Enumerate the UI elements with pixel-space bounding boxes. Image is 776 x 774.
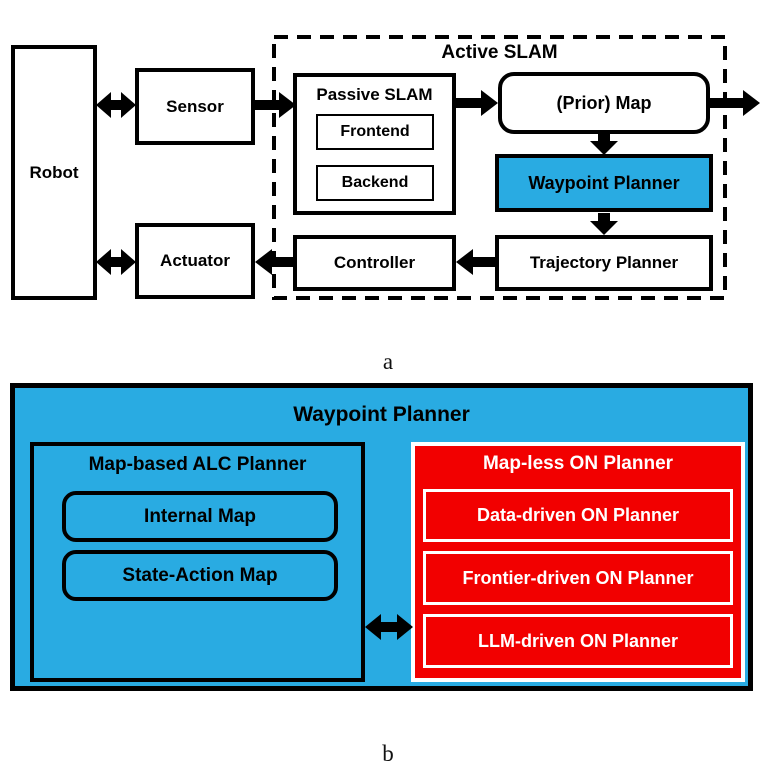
backend-box: Backend	[316, 165, 434, 201]
robot-box: Robot	[11, 45, 97, 300]
arrow-actuator-robot	[96, 249, 136, 275]
map-less-on-planner-box: Map-less ON Planner Data-driven ON Plann…	[411, 442, 745, 682]
arrow-robot-sensor	[96, 92, 136, 118]
data-driven-on-planner-box: Data-driven ON Planner	[423, 489, 733, 542]
arrow-sensor-to-passive-slam	[255, 92, 296, 118]
prior-map-box: (Prior) Map	[498, 72, 710, 134]
passive-slam-box: Passive SLAM Frontend Backend	[293, 73, 456, 215]
arrow-trajectory-to-controller	[456, 249, 495, 275]
llm-driven-on-planner-box: LLM-driven ON Planner	[423, 614, 733, 668]
arrow-waypoint-to-trajectory	[590, 213, 618, 235]
arrow-prior-map-output	[709, 90, 760, 116]
internal-map-box: Internal Map	[62, 491, 338, 542]
state-action-map-box: State-Action Map	[62, 550, 338, 601]
arrow-prior-map-to-waypoint	[590, 133, 618, 155]
trajectory-planner-box: Trajectory Planner	[495, 235, 713, 291]
figure-b-label: b	[382, 741, 394, 766]
map-less-on-planner-title: Map-less ON Planner	[482, 453, 674, 474]
map-based-alc-planner-box: Map-based ALC Planner Internal Map State…	[30, 442, 365, 682]
waypoint-planner-box-a: Waypoint Planner	[495, 154, 713, 212]
actuator-box: Actuator	[135, 223, 255, 299]
frontend-box: Frontend	[316, 114, 434, 150]
active-slam-dashed-border	[272, 35, 727, 300]
sensor-box: Sensor	[135, 68, 255, 145]
figure-a-label: a	[382, 349, 394, 374]
active-slam-title: Active SLAM	[441, 42, 558, 63]
waypoint-planner-container: Waypoint Planner Map-based ALC Planner I…	[10, 383, 753, 691]
waypoint-planner-title-b: Waypoint Planner	[293, 403, 470, 426]
map-based-alc-planner-title: Map-based ALC Planner	[88, 454, 307, 475]
arrow-passive-slam-to-prior-map	[455, 90, 498, 116]
arrow-controller-to-actuator	[255, 249, 294, 275]
controller-box: Controller	[293, 235, 456, 291]
passive-slam-title: Passive SLAM	[316, 85, 433, 104]
frontier-driven-on-planner-box: Frontier-driven ON Planner	[423, 551, 733, 605]
arrow-map-based-map-less	[365, 614, 413, 640]
